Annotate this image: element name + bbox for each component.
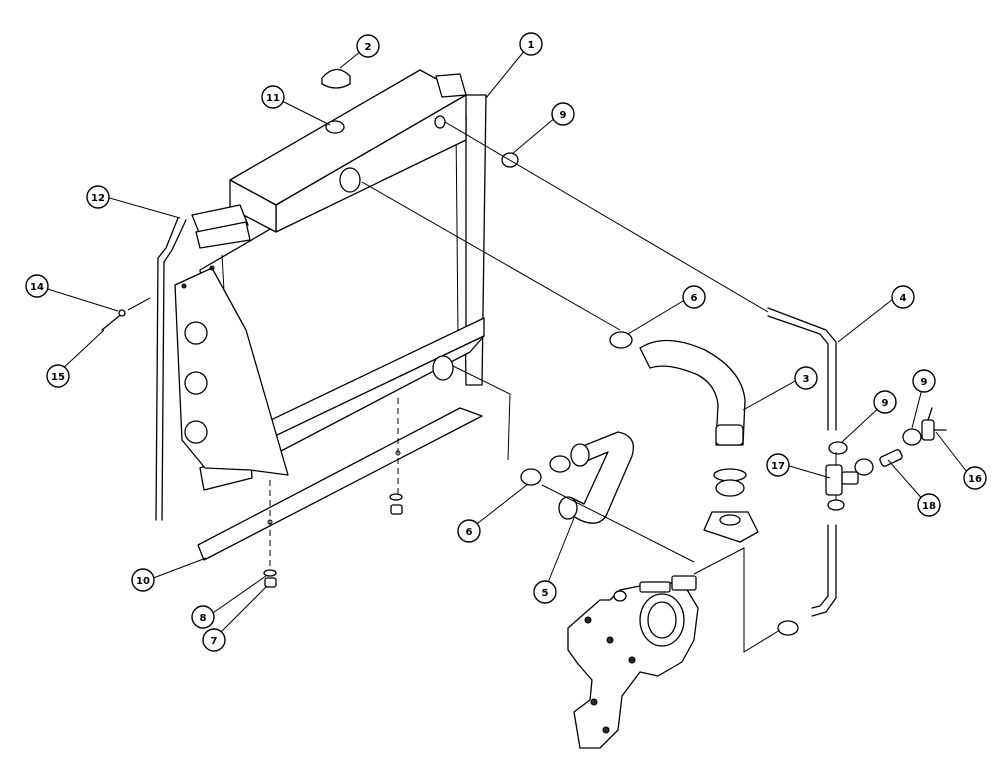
callouts: 1 2 3 4 5 6 6 7 <box>25 32 987 652</box>
radiator-assembly <box>155 69 487 521</box>
svg-text:18: 18 <box>922 501 936 512</box>
svg-text:15: 15 <box>51 372 65 383</box>
svg-text:12: 12 <box>91 193 105 204</box>
svg-text:1: 1 <box>528 40 535 51</box>
leader-lines <box>37 49 971 636</box>
callout-1: 1 <box>519 32 543 56</box>
hose-clamp <box>520 468 542 486</box>
svg-text:11: 11 <box>266 93 280 104</box>
callout-11: 11 <box>261 85 285 109</box>
svg-text:9: 9 <box>882 398 889 409</box>
drain-fittings <box>501 152 947 496</box>
overflow-tube <box>767 307 848 636</box>
hose-clamp <box>609 331 633 349</box>
fasteners <box>263 398 403 588</box>
svg-text:5: 5 <box>542 588 549 599</box>
callout-17: 17 <box>766 453 790 477</box>
svg-text:9: 9 <box>921 377 928 388</box>
svg-text:10: 10 <box>136 576 150 587</box>
svg-text:3: 3 <box>803 374 810 385</box>
svg-text:8: 8 <box>200 613 207 624</box>
radiator-cap <box>321 68 351 89</box>
callout-8: 8 <box>191 605 215 629</box>
svg-text:6: 6 <box>691 293 698 304</box>
callout-18: 18 <box>917 493 941 517</box>
bolt <box>101 297 151 331</box>
water-pump-housing <box>567 575 699 749</box>
callout-16: 16 <box>963 466 987 490</box>
callout-6-upper: 6 <box>682 285 706 309</box>
svg-text:7: 7 <box>211 636 218 647</box>
lower-hose <box>549 431 635 524</box>
callout-10: 10 <box>131 568 155 592</box>
svg-text:16: 16 <box>968 474 982 485</box>
callout-9-mid: 9 <box>873 390 897 414</box>
callout-9-top: 9 <box>551 102 575 126</box>
callout-4: 4 <box>891 285 915 309</box>
svg-text:2: 2 <box>365 42 372 53</box>
callout-7: 7 <box>202 628 226 652</box>
svg-text:9: 9 <box>560 110 567 121</box>
svg-text:14: 14 <box>30 282 44 293</box>
svg-text:4: 4 <box>900 293 907 304</box>
callout-14: 14 <box>25 274 49 298</box>
callout-3: 3 <box>794 366 818 390</box>
callout-2: 2 <box>356 34 380 58</box>
upper-hose <box>639 339 759 543</box>
callout-5: 5 <box>533 580 557 604</box>
assembly-path-lines <box>361 121 837 653</box>
callout-6-lower: 6 <box>457 519 481 543</box>
svg-text:17: 17 <box>771 461 785 472</box>
callout-12: 12 <box>86 185 110 209</box>
callout-15: 15 <box>46 364 70 388</box>
callout-9-right: 9 <box>912 369 936 393</box>
svg-text:6: 6 <box>466 527 473 538</box>
